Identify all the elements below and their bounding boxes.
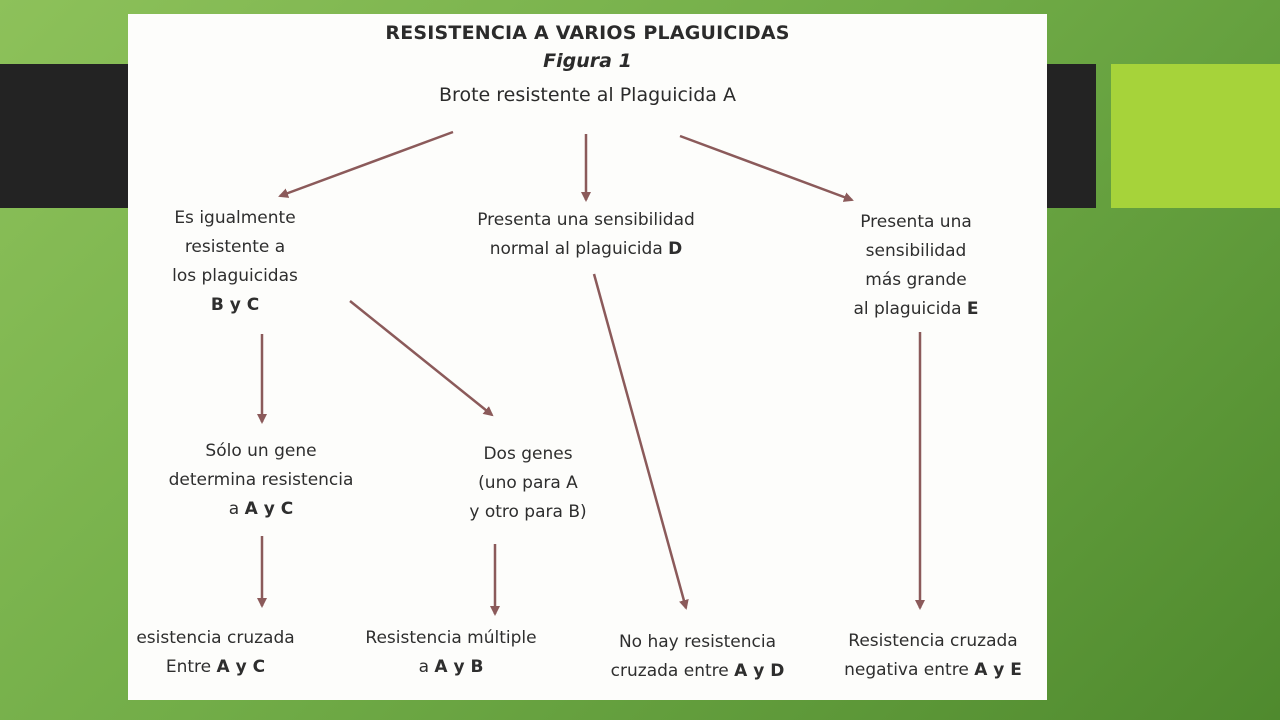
root-node: Brote resistente al Plaguicida A (439, 84, 736, 106)
node-greater-sensitivity: Presenta una sensibilidad más grande al … (853, 212, 979, 319)
node-two-genes: Dos genes (uno para A y otro para B) (469, 444, 587, 522)
arrow-root-to-left (278, 130, 454, 198)
arrow-left-to-two-genes (349, 300, 494, 417)
arrow-mid-to-outcome-3 (592, 273, 689, 610)
outcome-no-cross-resistance: No hay resistencia cruzada entre A y D (610, 632, 785, 681)
figure-label: Figura 1 (543, 50, 632, 72)
node-normal-sensitivity: Presenta una sensibilidad normal al plag… (477, 210, 695, 259)
figure-panel: RESISTENCIA A VARIOS PLAGUICIDAS Figura … (128, 14, 1047, 700)
accent-square (1111, 64, 1280, 208)
arrows-layer (257, 130, 925, 616)
outcome-multiple-resistance: Resistencia múltiple a A y B (365, 628, 537, 677)
outcome-negative-cross-resistance: Resistencia cruzada negativa entre A y E (844, 631, 1022, 680)
outcome-cross-resistance: esistencia cruzada Entre A y C (136, 628, 295, 677)
node-one-gene: Sólo un gene determina resistencia a A y… (168, 441, 354, 519)
diagram-title: RESISTENCIA A VARIOS PLAGUICIDAS (385, 22, 790, 44)
node-equally-resistant: Es igualmente resistente a los plaguicid… (172, 208, 298, 315)
arrow-root-to-right (679, 134, 854, 202)
